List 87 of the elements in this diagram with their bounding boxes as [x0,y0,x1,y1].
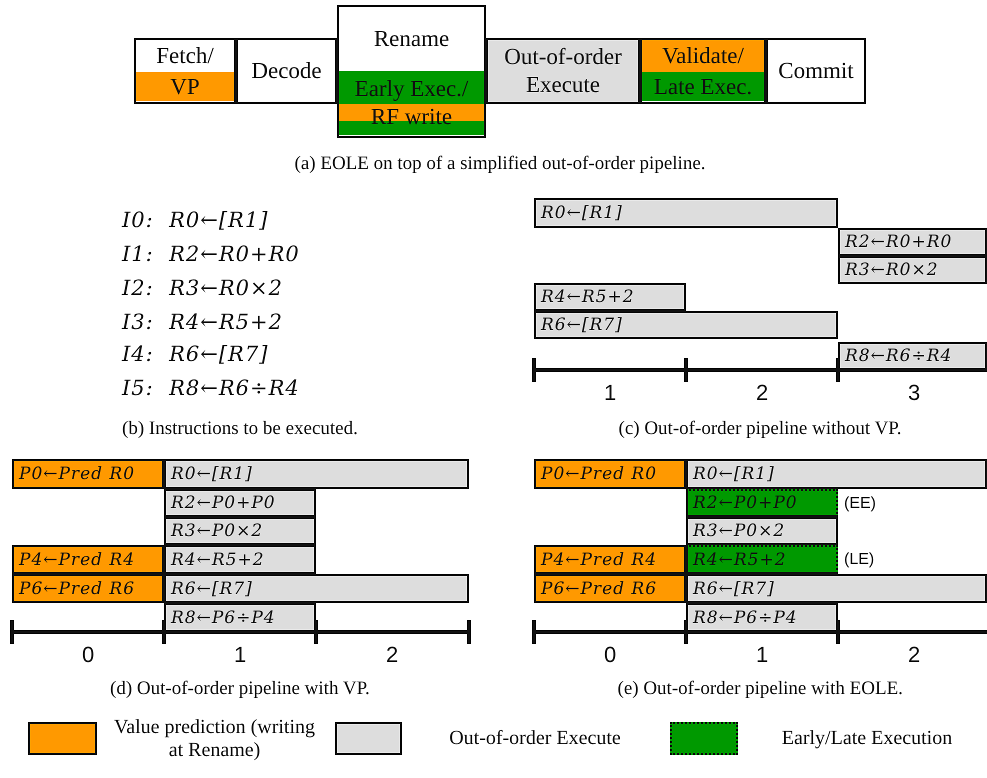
legend-label: Early/Late Execution [780,727,954,750]
axis-tick-label: 2 [756,380,768,406]
stage-label: Rename [374,25,450,53]
caption: (a) EOLE on top of a simplified out-of-order pipeline. [294,153,706,175]
prediction-bar [12,545,164,574]
instruction-text: P6←Pred R6 [18,578,136,598]
instruction-line: I1: R2←R0+R0 [122,242,300,266]
execution-bar [686,517,838,545]
instruction-line: I5: R8←R6÷R4 [122,376,300,400]
instruction-text: R0←[R1] [540,203,624,223]
pipeline-stage-box [486,38,640,104]
axis-tick-label: 3 [908,380,920,406]
execution-bar [164,489,316,517]
pipeline-stage-box [134,38,236,104]
instruction-line: I3: R4←R5+2 [122,310,283,334]
instruction-text: R2←P0+P0 [692,493,799,513]
instruction-text: R6←[R7] [170,578,254,598]
execution-bar [534,311,838,339]
stage-label: Decode [251,57,322,85]
axis-tick-label: 1 [234,642,246,668]
annotation-label: (LE) [844,551,874,569]
prediction-bar [12,574,164,603]
instruction-text: R8←P6÷P4 [692,608,799,628]
instruction-text: R4←R5+2 [170,550,266,570]
instruction-text: R8←P6÷P4 [170,608,277,628]
instruction-text: R4←R5+2 [540,287,636,307]
instruction-text: P4←Pred R4 [540,550,658,570]
instruction-text: P0←Pred R0 [18,464,136,484]
instruction-text: P0←Pred R0 [540,464,658,484]
instruction-text: R3←P0×2 [692,521,786,541]
annotation-label: (EE) [844,495,876,513]
prediction-bar [534,574,686,603]
instruction-text: R3←P0×2 [170,521,264,541]
instruction-line: I4: R6←[R7] [122,342,268,366]
execution-bar [686,459,987,489]
stage-label: Out-of-order Execute [503,43,623,99]
instruction-text: R0←[R1] [170,464,254,484]
instruction-text: R6←[R7] [540,315,624,335]
execution-bar [164,459,469,489]
caption: (c) Out-of-order pipeline without VP. [618,418,902,440]
instruction-line: I2: R3←R0×2 [122,276,283,300]
instruction-text: P4←Pred R4 [18,550,136,570]
instruction-text: R0←[R1] [692,464,776,484]
execution-bar [164,574,469,603]
pipeline-stage-box [640,38,766,104]
axis-tick-label: 1 [756,642,768,668]
legend-label: Value prediction (writing at Rename) [112,716,316,762]
execution-bar [534,198,838,228]
execution-bar [164,517,316,545]
axis-tick-label: 2 [386,642,398,668]
pipeline-stage-box [337,5,486,138]
pipeline-stage-box [766,38,866,104]
caption: (e) Out-of-order pipeline with EOLE. [618,678,903,700]
execution-bar [164,545,316,574]
instruction-text: R2←R0+R0 [844,232,954,252]
instruction-line: I0: R0←[R1] [122,208,268,232]
axis-tick-label: 2 [908,642,920,668]
pipeline-stage-box [236,38,337,104]
instruction-text: P6←Pred R6 [540,578,658,598]
instruction-text: R4←R5+2 [692,550,788,570]
legend-label: Out-of-order Execute [448,727,622,750]
stage-label: Late Exec. [654,72,752,100]
execution-bar [838,256,987,284]
instruction-text: R8←R6÷R4 [844,346,954,366]
execution-bar [686,574,987,603]
instruction-text: R2←P0+P0 [170,493,277,513]
early-late-execution-bar [686,545,838,574]
stage-label: Validate/ [662,42,744,70]
stage-label: Fetch/ [156,42,214,70]
stage-label: Commit [778,57,854,85]
caption: (b) Instructions to be executed. [122,418,358,440]
instruction-text: R6←[R7] [692,578,776,598]
prediction-bar [12,459,164,489]
execution-bar [534,283,686,311]
prediction-bar [534,459,686,489]
early-late-execution-bar [686,489,838,517]
stage-label: VP [170,72,200,100]
caption: (d) Out-of-order pipeline with VP. [110,678,370,700]
instruction-text: R3←R0×2 [844,260,940,280]
axis-tick-label: 1 [604,380,616,406]
execution-bar [838,342,987,370]
execution-bar [686,603,838,632]
execution-bar [164,603,316,632]
axis-tick-label: 0 [82,642,94,668]
execution-bar [838,228,987,256]
prediction-bar [534,545,686,574]
axis-tick-label: 0 [604,642,616,668]
